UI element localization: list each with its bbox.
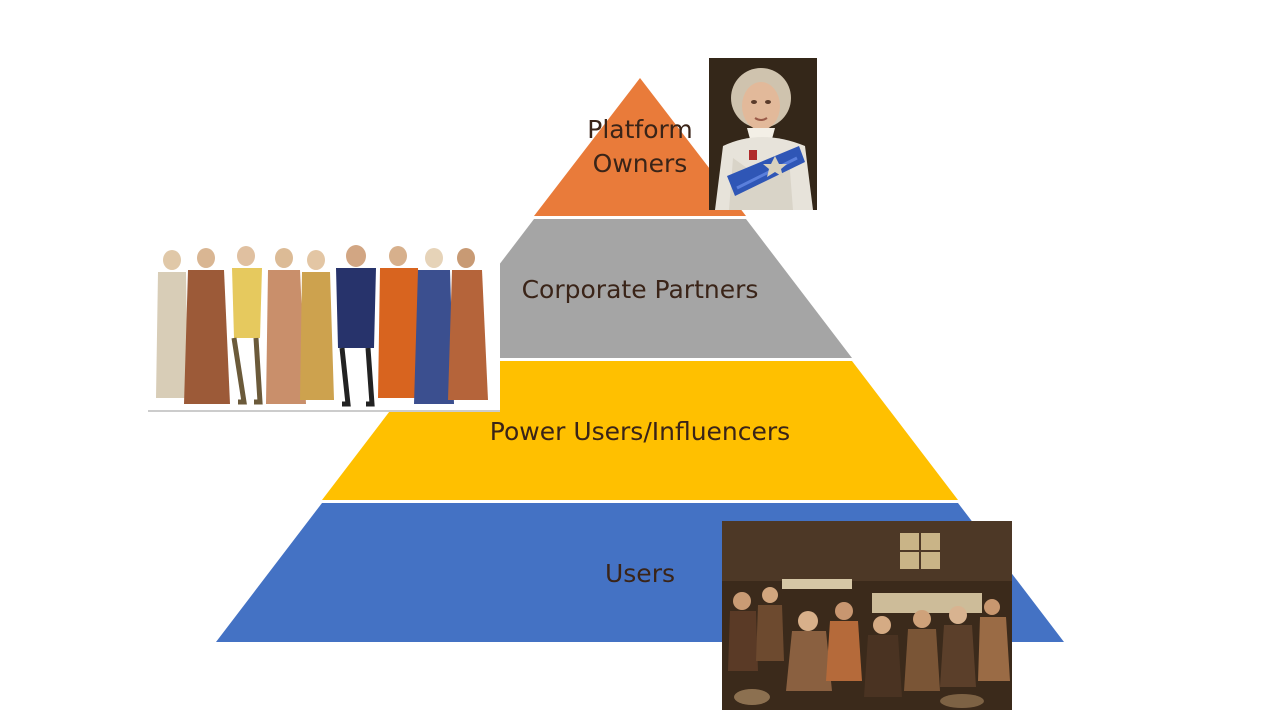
tier-label-platform-owners-line1: Platform (587, 115, 692, 144)
peasant-scene-image (722, 521, 1012, 710)
king-portrait-image (709, 58, 817, 210)
medieval-group-image (148, 238, 500, 412)
tier-label-corporate-partners: Corporate Partners (522, 275, 759, 304)
tier-label-power-users: Power Users/Influencers (490, 417, 790, 446)
tier-label-platform-owners-line2: Owners (593, 149, 688, 178)
tier-label-users: Users (605, 559, 675, 588)
tier-corporate-partners (428, 219, 852, 358)
tier-platform-owners (534, 78, 746, 216)
